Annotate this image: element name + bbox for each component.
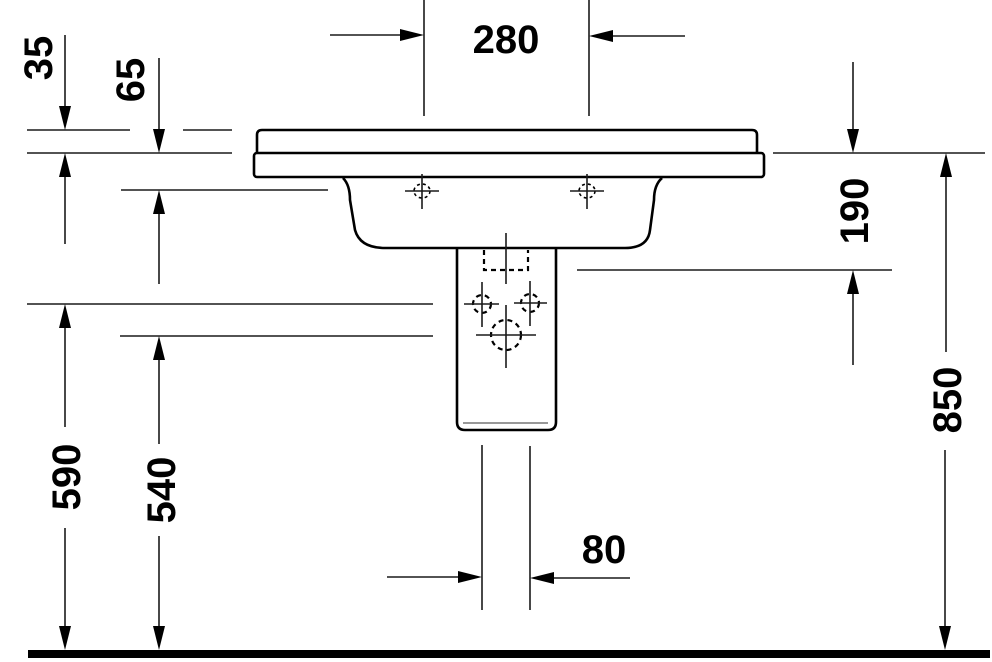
supply-connection-left	[464, 282, 499, 327]
dimension-590: 590	[45, 304, 89, 650]
dimension-label-190: 190	[833, 178, 877, 245]
washbasin	[252, 128, 766, 250]
dimension-label-65: 65	[109, 58, 153, 103]
dimension-65: 65	[109, 58, 165, 284]
dimension-label-850: 850	[926, 367, 970, 434]
waste-outlet	[476, 305, 536, 368]
tap-hole-right	[570, 174, 604, 209]
supply-pipe	[481, 445, 531, 610]
washbasin-rim-top	[255, 128, 759, 153]
washbasin-rim	[252, 151, 766, 179]
dimension-label-540: 540	[140, 457, 184, 524]
supply-connection-right	[514, 281, 547, 326]
waste-trap	[482, 250, 530, 272]
dimension-280: 280	[330, 18, 685, 62]
basin-bowl	[342, 177, 663, 250]
dimension-190: 190	[833, 62, 877, 365]
dimension-label-280: 280	[473, 18, 540, 62]
dimension-80: 80	[387, 528, 630, 584]
dimension-label-35: 35	[17, 36, 61, 81]
extension-lines	[27, 0, 985, 337]
dimension-label-590: 590	[45, 444, 89, 511]
tap-hole-left	[405, 174, 439, 209]
semi-pedestal	[455, 233, 558, 432]
dimension-35: 35	[17, 35, 71, 244]
dimension-850: 850	[926, 153, 970, 650]
floor-line	[28, 650, 990, 658]
dimension-label-80: 80	[582, 528, 627, 572]
dimension-540: 540	[140, 336, 184, 650]
